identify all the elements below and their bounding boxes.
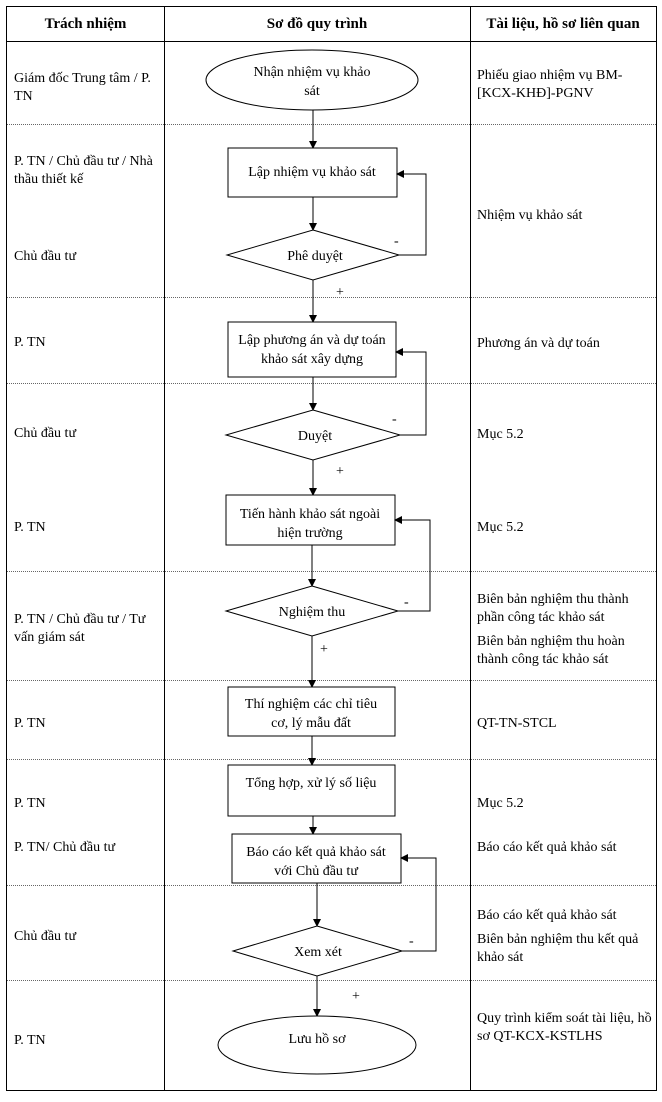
responsibility-cell: P. TN [14,520,46,535]
document-cell: Báo cáo kết quả khảo sát [477,840,617,855]
no-label: - [392,412,397,427]
decision-node: Nghiệm thu [224,585,400,637]
row-divider [7,680,656,681]
process-step: Thí nghiệm các chỉ tiêu cơ, lý mẫu đất [227,686,396,737]
decision-node: Xem xét [231,925,404,977]
start-node: Nhận nhiệm vụ khảo sát [205,49,419,111]
node-label: Lập nhiệm vụ khảo sát [248,165,376,180]
node-label: Tiến hành khảo sát ngoài [240,507,380,522]
yes-label: + [336,464,344,479]
yes-label: + [352,989,360,1004]
yes-label: + [320,642,328,657]
node-label: khảo sát xây dựng [261,352,363,367]
node-label: Báo cáo kết quả khảo sát [246,845,386,860]
decision-node: Duyệt [224,409,402,461]
feedback-arrow [396,170,427,256]
document-cell: Biên bản nghiệm thu thành phần công tác … [477,592,629,625]
document-cell: Mục 5.2 [477,427,524,442]
node-label: Nhận nhiệm vụ khảo [253,65,370,80]
document-cell: Quy trình kiểm soát tài liệu, hồ sơ QT-K… [477,1011,652,1044]
responsibility-cell: Chủ đầu tư [14,426,77,441]
row-divider [7,297,656,298]
node-label: hiện trường [277,526,342,541]
procedure-table: Trách nhiệm Sơ đồ quy trình Tài liệu, hồ… [6,6,657,1091]
process-step: Lập nhiệm vụ khảo sát [227,147,398,198]
node-label: sát [304,84,320,99]
document-cell: Mục 5.2 [477,796,524,811]
row-divider [7,759,656,760]
header-responsibility: Trách nhiệm [44,16,127,32]
row-divider [7,980,656,981]
node-label: Xem xét [294,945,342,960]
node-label: Nghiệm thu [279,605,346,620]
responsibility-cell: P. TN [14,716,46,731]
responsibility-cell: P. TN [14,335,46,350]
node-label: cơ, lý mẫu đất [271,716,351,731]
node-label: Lưu hồ sơ [289,1032,347,1047]
node-label: Duyệt [298,429,332,444]
end-node: Lưu hồ sơ [217,1015,417,1075]
column-divider [164,7,165,1090]
node-label: Phê duyệt [287,249,343,264]
document-cell: Biên bản nghiệm thu hoàn thành công tác … [477,634,625,667]
responsibility-cell: P. TN [14,1033,46,1048]
header-flowchart: Sơ đồ quy trình [266,16,368,32]
process-step: Báo cáo kết quả khảo sát với Chủ đầu tư [231,833,402,884]
process-step: Tổng hợp, xử lý số liệu [227,764,396,817]
column-divider [470,7,471,1090]
row-divider [7,571,656,572]
no-label: - [394,234,399,249]
header-documents: Tài liệu, hồ sơ liên quan [486,16,640,32]
responsibility-cell: P. TN [14,796,46,811]
document-cell: Mục 5.2 [477,520,524,535]
node-label: Tổng hợp, xử lý số liệu [246,776,377,791]
document-cell: Báo cáo kết quả khảo sát [477,908,617,923]
document-cell: Phương án và dự toán [477,336,600,351]
process-step: Lập phương án và dự toán khảo sát xây dự… [227,321,397,378]
responsibility-cell: P. TN / Chủ đầu tư / Nhà thầu thiết kế [14,154,153,187]
row-divider [7,383,656,384]
document-cell: Nhiệm vụ khảo sát [477,208,583,223]
header-divider [7,41,656,42]
row-divider [7,885,656,886]
process-step: Tiến hành khảo sát ngoài hiện trường [225,494,396,546]
feedback-arrow [400,854,437,952]
document-cell: Biên bản nghiệm thu kết quả khảo sát [477,932,639,965]
document-cell: Phiếu giao nhiệm vụ BM-[KCX-KHĐ]-PGNV [477,68,623,101]
row-divider [7,124,656,125]
yes-label: + [336,285,344,300]
no-label: - [404,595,409,610]
responsibility-cell: P. TN / Chủ đầu tư / Tư vấn giám sát [14,612,146,645]
responsibility-cell: Giám đốc Trung tâm / P. TN [14,71,151,104]
feedback-arrow [395,348,427,436]
node-label: với Chủ đầu tư [274,864,358,879]
responsibility-cell: Chủ đầu tư [14,249,77,264]
responsibility-cell: Chủ đầu tư [14,929,77,944]
node-label: Thí nghiệm các chỉ tiêu [245,697,377,712]
decision-node: Phê duyệt [225,229,401,281]
no-label: - [409,934,414,949]
node-label: Lập phương án và dự toán [238,333,385,348]
feedback-arrow [394,516,431,612]
responsibility-cell: P. TN/ Chủ đầu tư [14,840,116,855]
document-cell: QT-TN-STCL [477,716,557,731]
